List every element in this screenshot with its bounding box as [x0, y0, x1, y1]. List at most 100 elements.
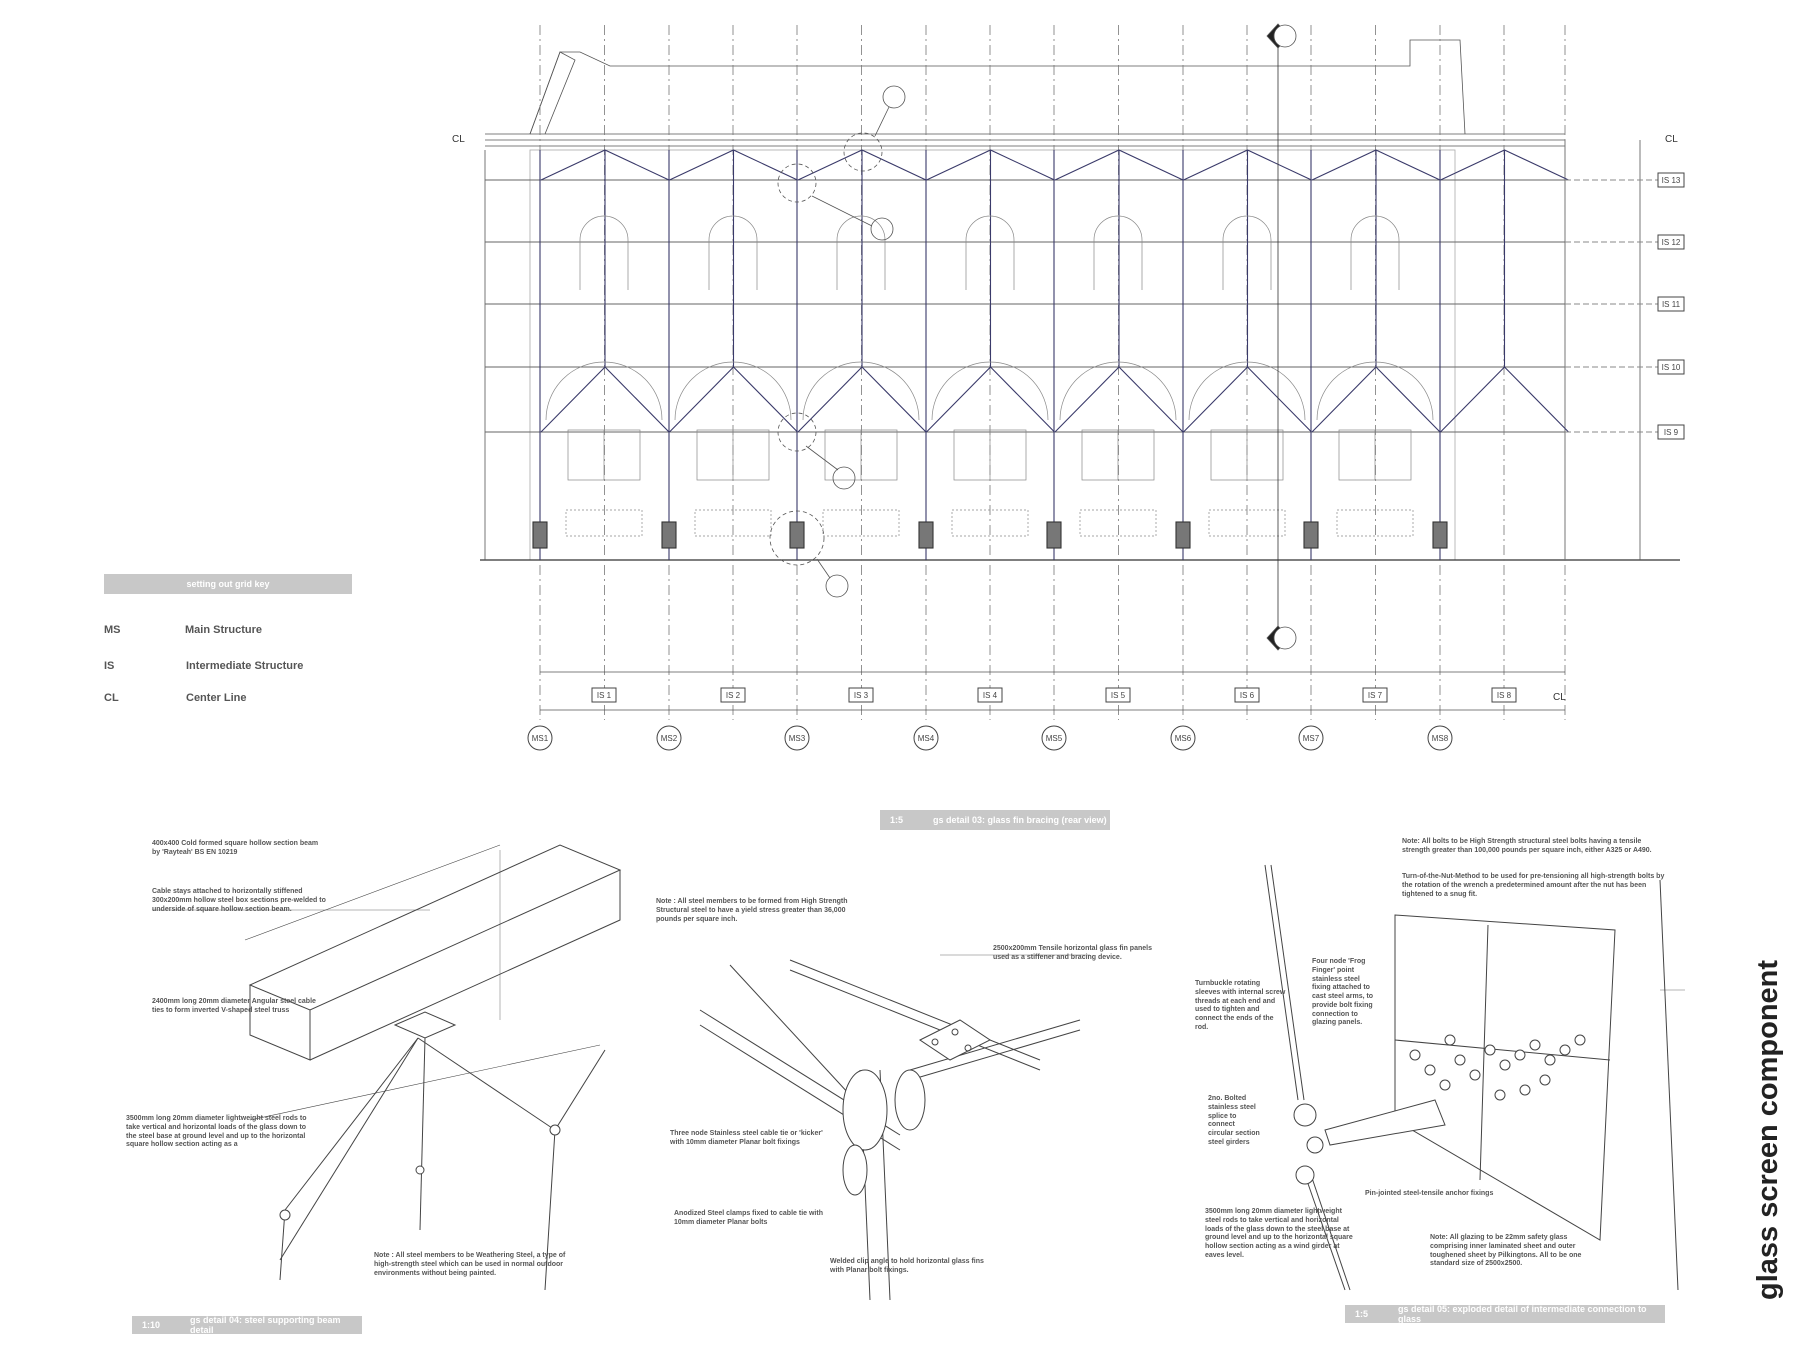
cable-tie-detail — [699, 954, 1090, 1301]
ms-grid-bubble: MS7 — [1298, 725, 1324, 751]
note-right-4: Turnbuckle rotating sleeves with interna… — [1195, 980, 1286, 1031]
is-bay-marker: IS 8 — [1491, 687, 1517, 703]
detail-callout-4 — [769, 510, 825, 566]
bolt-fixing — [1444, 1034, 1456, 1046]
note-left-1: 400x400 Cold formed square hollow sectio… — [152, 840, 319, 856]
ms-column — [1175, 150, 1191, 560]
detail-callout-3 — [777, 412, 817, 452]
ms-grid-label: MS6 — [1175, 734, 1192, 743]
key-desc-ms: Main Structure — [185, 624, 263, 636]
facade-window — [1316, 215, 1434, 537]
is-bay-marker: IS 7 — [1362, 687, 1388, 703]
bolt-fixing — [1409, 1049, 1421, 1061]
ms-grid-label: MS5 — [1046, 734, 1063, 743]
is-level-label: IS 9 — [1664, 428, 1679, 437]
cl-label-left: CL — [452, 134, 465, 145]
bolt-fixing — [1544, 1054, 1556, 1066]
key-abbr-is: IS — [104, 660, 115, 672]
ms-column — [1046, 150, 1062, 560]
bolt-fixing — [1529, 1039, 1541, 1051]
note-left-4: 3500mm long 20mm diameter lightweight st… — [126, 1115, 307, 1149]
ms-column — [1303, 150, 1319, 560]
note-right-6: Pin-jointed steel-tensile anchor fixings — [1365, 1190, 1494, 1197]
caption-detail-right-label: gs detail 05: exploded detail of interme… — [1398, 1304, 1647, 1324]
is-bay-label: IS 3 — [854, 691, 869, 700]
note-left-2: Cable stays attached to horizontally sti… — [152, 888, 326, 913]
ms-column — [532, 150, 548, 560]
detail-callout-1 — [843, 132, 883, 172]
ms-grid-label: MS8 — [1432, 734, 1449, 743]
detail-callout-2 — [777, 163, 817, 203]
bolt-fixing — [1499, 1059, 1511, 1071]
facade-window — [1188, 215, 1306, 537]
is-bay-label: IS 5 — [1111, 691, 1126, 700]
ms-grid-label: MS1 — [532, 734, 549, 743]
facade-window — [674, 215, 792, 537]
facade-window — [545, 215, 663, 537]
bolt-fixing — [1574, 1034, 1586, 1046]
v-brace — [926, 149, 1055, 433]
is-bay-marker: IS 4 — [977, 687, 1003, 703]
cl-label-right: CL — [1665, 134, 1678, 145]
bolt-fixing — [1539, 1074, 1551, 1086]
v-brace — [669, 149, 798, 433]
is-level-marker: IS 9 — [1565, 424, 1685, 440]
is-bay-label: IS 7 — [1368, 691, 1383, 700]
ms-grid-label: MS4 — [918, 734, 935, 743]
is-bay-marker: IS 6 — [1234, 687, 1260, 703]
ms-grid-bubble: MS5 — [1041, 725, 1067, 751]
bolt-fixing — [1484, 1044, 1496, 1056]
is-bay-label: IS 8 — [1497, 691, 1512, 700]
cl-label-bottom: CL — [1553, 692, 1566, 703]
note-right-1: Note: All bolts to be High Strength stru… — [1402, 838, 1652, 854]
note-mid-3: Three node Stainless steel cable tie or … — [670, 1130, 823, 1146]
ms-column — [661, 150, 677, 560]
beam-detail — [152, 844, 622, 1291]
v-brace — [540, 149, 670, 433]
note-right-2: Turn-of-the-Nut-Method to be used for pr… — [1402, 873, 1665, 898]
is-bay-marker: IS 1 — [591, 687, 617, 703]
ms-grid-label: MS3 — [789, 734, 806, 743]
caption-elevation-scale: 1:5 — [890, 815, 904, 825]
key-bar-label: setting out grid key — [186, 579, 270, 589]
is-bay-label: IS 1 — [597, 691, 612, 700]
ms-column — [918, 150, 934, 560]
is-bay-marker: IS 2 — [720, 687, 746, 703]
bolt-fixing — [1514, 1049, 1526, 1061]
caption-detail-left: 1:10 gs detail 04: steel supporting beam… — [132, 1315, 362, 1335]
chimney-left — [529, 51, 576, 135]
facade-window — [802, 215, 920, 537]
bolt-fixing — [1454, 1054, 1466, 1066]
bolt-fixing — [1559, 1044, 1571, 1056]
sheet-title: glass screen component — [1752, 959, 1784, 1300]
key-desc-is: Intermediate Structure — [186, 660, 304, 672]
ms-grid-bubble: MS8 — [1427, 725, 1453, 751]
ms-grid-bubble: MS1 — [527, 725, 553, 751]
note-mid-1: Note : All steel members to be formed fr… — [656, 898, 848, 923]
is-bay-marker: IS 5 — [1105, 687, 1131, 703]
ms-grid-bubble: MS2 — [656, 725, 682, 751]
ms-grid-bubble: MS3 — [784, 725, 810, 751]
v-brace — [1183, 149, 1312, 433]
v-brace — [1054, 149, 1184, 433]
note-right-8: Note: All glazing to be 22mm safety glas… — [1430, 1234, 1582, 1268]
note-left-3: 2400mm long 20mm diameter Angular steel … — [152, 998, 316, 1014]
ms-column — [1432, 150, 1448, 560]
is-level-label: IS 11 — [1662, 300, 1681, 309]
note-left-5: Note : All steel members to be Weatherin… — [374, 1252, 566, 1277]
v-brace — [1311, 149, 1441, 433]
is-level-marker: IS 11 — [1565, 296, 1685, 312]
note-right-7: 3500mm long 20mm diameter lightweight st… — [1205, 1208, 1353, 1259]
is-level-label: IS 13 — [1662, 176, 1681, 185]
note-right-5: 2no. Bolted stainless steel splice to co… — [1208, 1095, 1260, 1146]
is-level-label: IS 12 — [1662, 238, 1681, 247]
is-bay-label: IS 2 — [726, 691, 741, 700]
ms-grid-label: MS7 — [1303, 734, 1320, 743]
facade-window — [1059, 215, 1177, 537]
note-mid-4: Anodized Steel clamps fixed to cable tie… — [674, 1210, 823, 1226]
is-bay-label: IS 4 — [983, 691, 998, 700]
key-abbr-cl: CL — [104, 692, 119, 704]
facade-window — [931, 215, 1049, 537]
